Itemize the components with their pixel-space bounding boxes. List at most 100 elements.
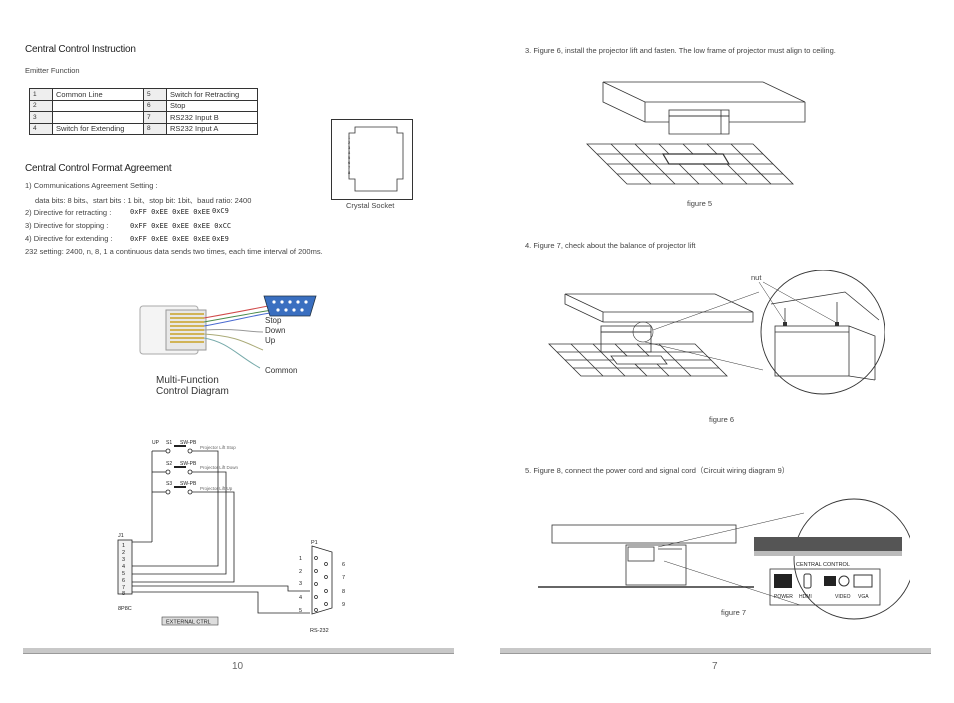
figure-6-caption: figure 6 xyxy=(709,415,735,424)
figure-5-illustration xyxy=(586,81,806,185)
pin-number: 5 xyxy=(143,88,167,101)
hdmi-port-icon xyxy=(803,573,812,589)
socket-pin-digit: 4 xyxy=(348,150,351,155)
j1-pin: 8 xyxy=(122,591,125,597)
retract-hex: 0xFF 0xEE 0xEE 0xEE xyxy=(130,208,211,216)
circuit-lift-stop-label: Projector Lift Stop xyxy=(200,445,236,450)
table-row: 2 6 Stop xyxy=(29,99,258,112)
section-title-format-agreement: Central Control Format Agreement xyxy=(25,163,172,174)
j1-pin: 7 xyxy=(122,585,125,591)
circuit-wiring-diagram: UP S1 SW-PB S2 SW-PB S3 SW-PB Projector … xyxy=(117,440,345,634)
circuit-s1-label: S1 xyxy=(166,440,172,446)
pin-function xyxy=(52,99,144,112)
pin-function-table: 1 Common Line 5 Switch for Retracting 2 … xyxy=(29,88,258,135)
p1-pin: 3 xyxy=(299,581,302,587)
agreement-line-2: data bits: 8 bits、start bits : 1 bit、sto… xyxy=(35,196,252,205)
agreement-line-4: 3) Directive for stopping : xyxy=(25,221,109,230)
circuit-j1-label: J1 xyxy=(118,533,124,539)
label-stop: Stop xyxy=(265,316,282,325)
circuit-sw-label: SW-PB xyxy=(180,440,197,446)
socket-pin-digit: 1 xyxy=(348,135,351,140)
socket-pin-digit: 5 xyxy=(348,155,351,160)
label-down: Down xyxy=(265,326,285,335)
p1-pin: 1 xyxy=(299,556,302,562)
p1-pin: 7 xyxy=(342,575,345,581)
circuit-up-label: UP xyxy=(152,440,160,446)
crystal-socket-diagram: 1 2 3 4 5 6 7 8 xyxy=(331,119,413,200)
circuit-lift-down-label: Projector Lift Down xyxy=(200,465,239,470)
port-label-video: VIDEO xyxy=(835,594,851,600)
port-label-hdmi: HDMI xyxy=(799,594,812,600)
pin-function: Common Line xyxy=(52,88,144,101)
retract-hex-end: 0xC9 xyxy=(212,207,229,215)
socket-pin-digit: 6 xyxy=(348,160,351,165)
circuit-s3-label: S3 xyxy=(166,481,172,487)
circuit-rs232-label: RS-232 xyxy=(310,628,329,634)
agreement-line-1: 1) Communications Agreement Setting : xyxy=(25,181,158,190)
agreement-line-3: 2) Directive for retracting : xyxy=(25,208,112,217)
vga-port-icon xyxy=(853,574,873,588)
agreement-line-5: 4) Directive for extending : xyxy=(25,234,113,243)
socket-pin-digit: 8 xyxy=(348,170,351,175)
port-label-power: POWER xyxy=(774,594,793,600)
j1-pin: 5 xyxy=(122,571,125,577)
table-row: 3 7 RS232 Input B xyxy=(29,111,258,124)
circuit-s2-label: S2 xyxy=(166,461,172,467)
pin-function: RS232 Input B xyxy=(166,111,258,124)
pin-number: 2 xyxy=(29,99,53,112)
p1-pin: 5 xyxy=(299,608,302,614)
circuit-p1-label: P1 xyxy=(311,540,318,546)
footer-bar-left xyxy=(23,648,454,654)
pin-function xyxy=(52,111,144,124)
circuit-part-label: 8P8C xyxy=(118,606,132,612)
page-number-left: 10 xyxy=(232,661,244,672)
video-port-icon xyxy=(838,575,850,587)
p1-pin: 9 xyxy=(342,602,345,608)
p1-pin: 6 xyxy=(342,562,345,568)
nut-label: nut xyxy=(751,273,762,282)
agreement-line-6: 232 setting: 2400, n, 8, 1 a continuous … xyxy=(25,247,323,256)
footer-bar-right xyxy=(500,648,931,654)
central-control-panel-title: CENTRAL CONTROL xyxy=(796,562,850,568)
socket-pin-digit: 7 xyxy=(348,165,351,170)
pin-number: 4 xyxy=(29,122,53,135)
step-4-text: 4. Figure 7, check about the balance of … xyxy=(525,241,696,250)
socket-caption: Crystal Socket xyxy=(346,201,395,210)
j1-pin: 2 xyxy=(122,550,125,556)
external-ctrl-label: EXTERNAL CTRL xyxy=(166,620,211,626)
table-row: 4 Switch for Extending 8 RS232 Input A xyxy=(29,122,258,135)
figure-7-illustration: CENTRAL CONTROL POWER HDMI VIDEO VGA xyxy=(538,498,910,620)
pin-function: Stop xyxy=(166,99,258,112)
step-3-text: 3. Figure 6, install the projector lift … xyxy=(525,46,836,55)
page-number-right: 7 xyxy=(712,661,718,672)
pin-function: Switch for Retracting xyxy=(166,88,258,101)
extend-hex: 0xFF 0xEE 0xEE 0xEE xyxy=(130,235,211,243)
j1-pin: 6 xyxy=(122,578,125,584)
circuit-lift-up-label: Projector Lift Up xyxy=(200,486,233,491)
p1-pin: 8 xyxy=(342,589,345,595)
socket-pin-digit: 2 xyxy=(348,140,351,145)
power-port-icon xyxy=(774,574,792,588)
figure-5-caption: figure 5 xyxy=(687,199,713,208)
rs232-port-icon xyxy=(824,576,836,586)
p1-pin: 4 xyxy=(299,595,302,601)
pin-number: 1 xyxy=(29,88,53,101)
label-common: Common xyxy=(265,366,297,375)
section-title-central-control: Central Control Instruction xyxy=(25,44,136,55)
figure-6-illustration: nut xyxy=(548,270,885,395)
socket-pin-digits: 1 2 3 4 5 6 7 8 xyxy=(348,135,351,175)
diagram-caption-2: Control Diagram xyxy=(156,386,229,397)
pin-function: RS232 Input A xyxy=(166,122,258,135)
multi-function-control-diagram: Stop Down Up Common Multi-Function Contr… xyxy=(139,295,317,397)
j1-pin: 3 xyxy=(122,557,125,563)
emitter-function-label: Emitter Function xyxy=(25,66,80,75)
step-5-text: 5. Figure 8, connect the power cord and … xyxy=(525,466,790,475)
stop-hex: 0xFF 0xEE 0xEE 0xEE 0xCC xyxy=(130,222,232,230)
port-label-vga: VGA xyxy=(858,594,869,600)
circuit-sw-label: SW-PB xyxy=(180,481,197,487)
pin-number: 3 xyxy=(29,111,53,124)
extend-hex-end: 0xE9 xyxy=(212,235,229,243)
pin-number: 8 xyxy=(143,122,167,135)
j1-pin: 4 xyxy=(122,564,125,570)
pin-function: Switch for Extending xyxy=(52,122,144,135)
